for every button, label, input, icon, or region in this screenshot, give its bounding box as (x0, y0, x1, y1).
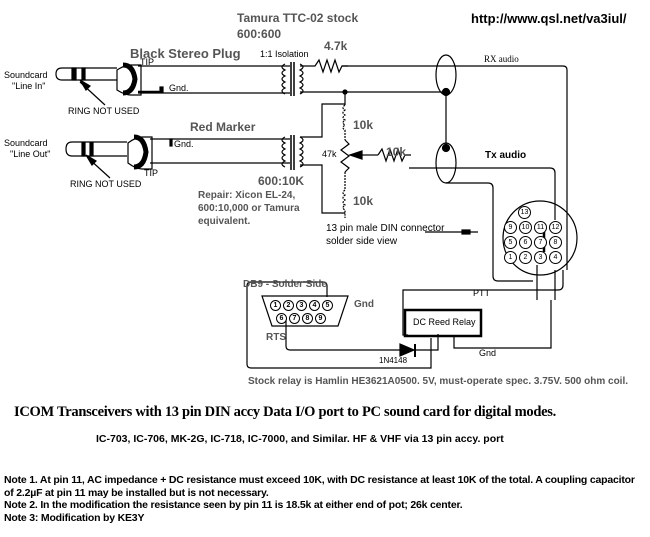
line-in-ring-label: RING NOT USED (68, 106, 140, 116)
notes-section: Note 1. At pin 11, AC impedance + DC res… (4, 474, 644, 524)
pot-47k-label: 47k (322, 149, 337, 159)
db9-pin-2: 2 (283, 300, 294, 311)
relay-label: DC Reed Relay (413, 317, 476, 327)
db9-pin-6: 6 (276, 313, 287, 324)
transformer-model: Tamura TTC-02 stock (237, 11, 359, 25)
din-pin-4: 4 (549, 251, 562, 264)
db9-rts-label: RTS (266, 332, 286, 343)
line-in-soundcard-type: "Line In" (12, 81, 46, 91)
line-in-tip-label: TIP (140, 57, 155, 67)
line-in-plug (55, 62, 142, 106)
output-transformer (281, 135, 304, 170)
db9-pin-3: 3 (296, 300, 307, 311)
note-1: Note 1. At pin 11, AC impedance + DC res… (4, 474, 635, 499)
isolation-label: 1:1 Isolation (260, 49, 309, 59)
db9-title: DB9 - Solder Side (243, 279, 327, 290)
din-pin-9: 9 (504, 221, 517, 234)
resistor-10k-top-label: 10k (353, 118, 374, 132)
line-in-soundcard-label: Soundcard (4, 70, 48, 80)
din-connector (502, 200, 578, 276)
relay-gnd-label: Gnd (479, 348, 497, 358)
source-url[interactable]: http://www.qsl.net/va3iul/ (471, 11, 627, 26)
resistor-4-7k (300, 58, 348, 74)
db9-pin-8: 8 (302, 313, 313, 324)
din-pin-5: 5 (504, 236, 517, 249)
din-pin-13: 13 (518, 206, 531, 219)
din-pin-2: 2 (519, 251, 532, 264)
tx-audio-label: Tx audio (485, 150, 527, 161)
din-pin-1: 1 (504, 251, 517, 264)
resistor-10k-series (377, 147, 411, 163)
din-pin-12: 12 (549, 221, 562, 234)
repair-note-line-3: equivalent. (198, 216, 251, 227)
line-out-soundcard-type: "Line Out" (10, 149, 51, 159)
din-pin-11: 11 (534, 221, 547, 234)
main-title: ICOM Transceivers with 13 pin DIN accy D… (14, 404, 556, 420)
resistor-10k-bottom (342, 172, 347, 218)
rx-audio-label: RX audio (484, 54, 519, 64)
din-pin-7: 7 (534, 236, 547, 249)
din-pin-6: 6 (519, 236, 532, 249)
db9-pin-5: 5 (322, 300, 333, 311)
note-2: Note 2. In the modification the resistan… (4, 499, 463, 511)
line-in-gnd-label: Gnd. (169, 83, 189, 93)
din-pin-8: 8 (549, 236, 562, 249)
output-transformer-ratio: 600:10K (258, 174, 305, 188)
din-caption-line-2: solder side view (326, 236, 398, 247)
line-out-tip-label: TIP (144, 168, 159, 178)
diode-label: 1N4148 (379, 356, 408, 365)
db9-pin-7: 7 (289, 313, 300, 324)
black-stereo-plug-label: Black Stereo Plug (130, 46, 241, 61)
db9-pin-1: 1 (270, 300, 281, 311)
db9-pin-9: 9 (315, 313, 326, 324)
red-marker-label: Red Marker (190, 120, 256, 134)
line-out-gnd-label: Gnd. (174, 139, 194, 149)
relay-note: Stock relay is Hamlin HE3621A0500. 5V, m… (248, 376, 629, 387)
db9-pin-4: 4 (309, 300, 320, 311)
db9-connector (261, 295, 349, 327)
din-pin-10: 10 (519, 221, 532, 234)
repair-note-line-2: 600:10,000 or Tamura (198, 203, 300, 214)
resistor-10k-bottom-label: 10k (353, 194, 374, 208)
ptt-label: PTT (473, 288, 490, 298)
resistor-4-7k-label: 4.7k (324, 39, 348, 53)
diode-1n4148 (399, 343, 416, 357)
din-pin-3: 3 (534, 251, 547, 264)
din-caption-line-1: 13 pin male DIN connector (326, 223, 445, 234)
note-3: Note 3: Modification by KE3Y (4, 511, 145, 524)
line-out-plug (65, 134, 153, 179)
line-out-soundcard-label: Soundcard (4, 138, 48, 148)
subtitle: IC-703, IC-706, MK-2G, IC-718, IC-7000, … (96, 433, 504, 445)
resistor-10k-top (342, 104, 347, 140)
repair-note-line-1: Repair: Xicon EL-24, (198, 190, 296, 201)
isolation-transformer (281, 62, 304, 96)
potentiometer-47k (340, 139, 350, 173)
line-out-ring-label: RING NOT USED (70, 179, 142, 189)
transformer-ratio: 600:600 (237, 27, 282, 41)
resistor-10k-series-label: 10k (386, 145, 407, 159)
db9-gnd-label: Gnd (354, 299, 374, 310)
